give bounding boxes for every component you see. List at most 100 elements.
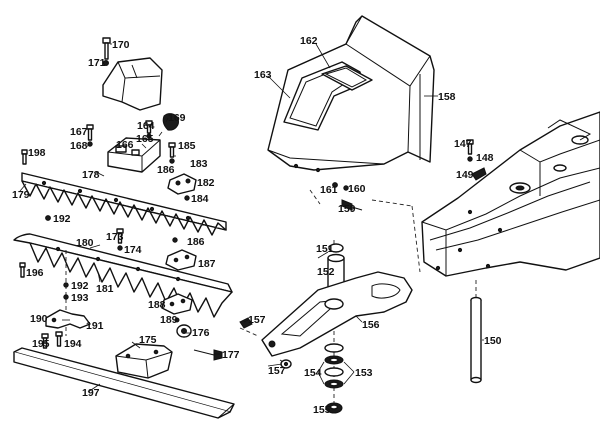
label-183: 183 <box>190 158 208 170</box>
label-186a: 186 <box>157 164 175 176</box>
label-171: 171 <box>88 57 106 69</box>
label-166: 166 <box>116 139 134 151</box>
guide-line-hood <box>309 189 321 205</box>
label-193: 193 <box>71 292 89 304</box>
label-182: 182 <box>197 177 215 189</box>
part-188-clip <box>161 293 193 315</box>
part-194-bolt <box>55 331 63 347</box>
part-173-bolt <box>116 228 124 251</box>
label-188: 188 <box>148 299 166 311</box>
label-162: 162 <box>300 35 318 47</box>
part-195-bolt <box>41 333 49 349</box>
label-148: 148 <box>476 152 494 164</box>
part-186-washer-upper <box>172 237 178 243</box>
leader-lines <box>19 43 484 410</box>
label-159: 159 <box>338 203 356 215</box>
part-187-clip <box>165 249 197 271</box>
part-151-washer <box>328 243 344 253</box>
part-156-arm <box>261 271 413 357</box>
part-178-knife-bar-upper <box>21 172 227 236</box>
label-164: 164 <box>137 120 155 132</box>
label-194: 194 <box>64 338 82 350</box>
part-198-bolt <box>21 149 28 165</box>
guide-line-frame <box>371 199 413 207</box>
label-184: 184 <box>191 193 209 205</box>
part-170-bolt <box>102 37 111 60</box>
part-160-washer <box>343 185 349 191</box>
part-169-nut <box>162 113 179 131</box>
label-158: 158 <box>438 91 456 103</box>
part-185-bolt <box>168 142 176 164</box>
label-192b: 192 <box>71 280 89 292</box>
part-frame <box>421 111 600 277</box>
part-labels: 170 171 169 166 165 164 167 168 185 183 … <box>12 35 502 416</box>
label-181: 181 <box>96 283 114 295</box>
label-179: 179 <box>12 189 30 201</box>
label-160: 160 <box>348 183 366 195</box>
label-186b: 186 <box>187 236 205 248</box>
part-176-roller <box>176 324 192 338</box>
label-155: 155 <box>313 404 331 416</box>
part-154-bearing-stack <box>324 343 344 389</box>
label-173: 173 <box>106 231 124 243</box>
label-180: 180 <box>76 237 94 249</box>
label-157a: 157 <box>248 314 266 326</box>
part-192-washer-lower <box>63 282 69 288</box>
label-147: 147 <box>454 138 472 150</box>
part-147-bolt <box>466 139 474 162</box>
label-190: 190 <box>30 313 48 325</box>
label-187: 187 <box>198 258 216 270</box>
label-178: 178 <box>82 169 100 181</box>
part-149-clip <box>471 167 487 181</box>
label-165: 165 <box>136 133 154 145</box>
label-154: 154 <box>304 367 322 379</box>
part-189-washer <box>174 317 180 323</box>
part-197-bar <box>13 347 235 419</box>
part-157-bolt-left <box>239 317 253 329</box>
label-170: 170 <box>112 39 130 51</box>
label-189: 189 <box>160 314 178 326</box>
label-169: 169 <box>168 112 186 124</box>
part-155-nut <box>325 402 343 414</box>
label-176: 176 <box>192 327 210 339</box>
label-151: 151 <box>316 243 334 255</box>
label-163: 163 <box>254 69 272 81</box>
label-167: 167 <box>70 126 88 138</box>
part-150-shaft <box>470 280 482 384</box>
part-guide-top <box>102 57 163 111</box>
label-174: 174 <box>124 244 142 256</box>
label-198: 198 <box>28 147 46 159</box>
part-193-washer <box>63 294 69 300</box>
label-175: 175 <box>139 334 157 346</box>
label-197: 197 <box>82 387 100 399</box>
part-164-bolt <box>145 120 153 139</box>
label-168: 168 <box>70 140 88 152</box>
label-152: 152 <box>317 266 335 278</box>
guide-line-157 <box>239 327 259 337</box>
part-182-clip <box>167 173 197 195</box>
part-175-bracket <box>115 343 173 379</box>
part-184-washer <box>184 195 190 201</box>
part-158-hood <box>267 15 435 173</box>
part-196-bolt <box>19 262 26 278</box>
part-167-bolt <box>86 124 94 147</box>
label-177: 177 <box>222 349 240 361</box>
label-196: 196 <box>26 267 44 279</box>
part-166-block <box>107 137 161 173</box>
label-192a: 192 <box>53 213 71 225</box>
part-191-bracket <box>45 309 91 329</box>
label-161: 161 <box>320 184 338 196</box>
label-149: 149 <box>456 169 474 181</box>
label-195: 195 <box>32 338 50 350</box>
label-157b: 157 <box>268 365 286 377</box>
label-153: 153 <box>355 367 373 379</box>
label-150: 150 <box>484 335 502 347</box>
part-159-bolt <box>341 199 363 211</box>
label-191: 191 <box>86 320 104 332</box>
label-185: 185 <box>178 140 196 152</box>
part-192-washer-upper <box>45 215 51 221</box>
part-177-pin <box>193 349 223 361</box>
guide-line-vertical <box>411 205 421 273</box>
